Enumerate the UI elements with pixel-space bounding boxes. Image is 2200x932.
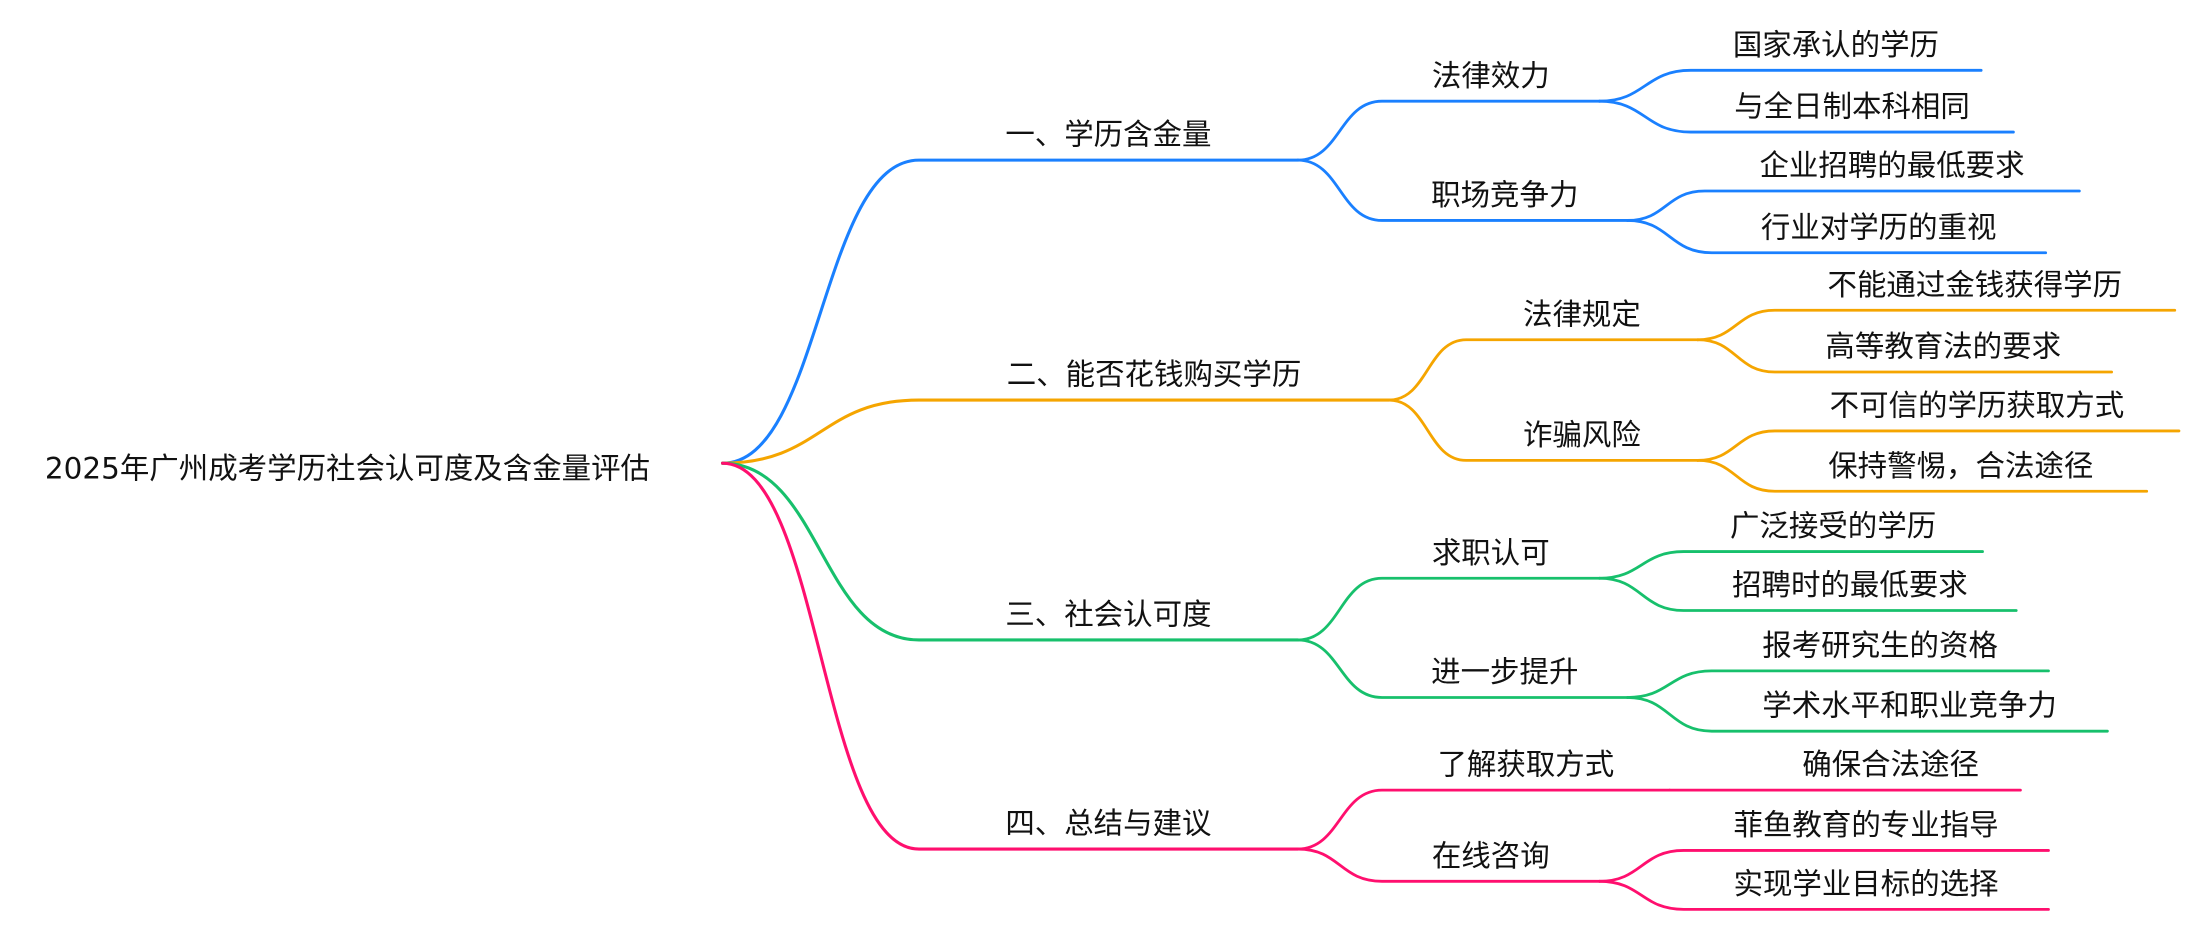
branch-link: [721, 461, 1300, 851]
leaf-link: [1626, 189, 2081, 222]
leaf-link: [1696, 338, 2114, 374]
sub-branch-link: [1296, 158, 1629, 222]
sub-node-label[interactable]: 了解获取方式: [1437, 748, 1614, 782]
leaf-link: [1598, 849, 2050, 883]
leaf-link: [1696, 458, 2149, 493]
leaf-link: [1598, 879, 2050, 911]
leaf-link: [1626, 669, 2050, 699]
sub-node-label[interactable]: 法律规定: [1523, 297, 1641, 331]
leaf-link: [1598, 68, 1983, 103]
sub-node-label[interactable]: 求职认可: [1432, 536, 1550, 570]
branch-node-label[interactable]: 三、社会认可度: [1005, 598, 1211, 632]
sub-node-label[interactable]: 诈骗风险: [1523, 418, 1641, 452]
leaf-node-label[interactable]: 菲鱼教育的专业指导: [1734, 808, 1999, 842]
sub-branch-link: [1296, 788, 1672, 851]
leaf-node-label[interactable]: 高等教育法的要求: [1825, 330, 2061, 364]
leaf-link: [1598, 99, 2015, 134]
sub-branch-link: [1296, 847, 1601, 883]
leaf-node-label[interactable]: 不可信的学历获取方式: [1830, 388, 2125, 422]
sub-branch-link: [1296, 576, 1601, 642]
sub-node-label[interactable]: 进一步提升: [1431, 655, 1578, 689]
branch-node-label[interactable]: 四、总结与建议: [1005, 807, 1211, 841]
sub-node-label[interactable]: 在线咨询: [1432, 839, 1550, 873]
sub-node-label[interactable]: 法律效力: [1432, 59, 1550, 93]
branch-link: [721, 461, 1300, 642]
leaf-node-label[interactable]: 报考研究生的资格: [1762, 628, 1998, 662]
leaf-link: [1626, 219, 2048, 255]
branch-node-label[interactable]: 一、学历含金量: [1005, 118, 1211, 152]
branch-link: [721, 158, 1300, 465]
leaf-node-label[interactable]: 学术水平和职业竞争力: [1762, 689, 2057, 723]
leaf-node-label[interactable]: 招聘时的最低要求: [1732, 568, 1968, 602]
leaf-node-label[interactable]: 行业对学历的重视: [1761, 210, 1997, 244]
sub-branch-link: [1387, 398, 1700, 462]
leaf-link: [1696, 308, 2177, 342]
sub-branch-link: [1296, 99, 1601, 162]
sub-branch-link: [1387, 338, 1700, 402]
leaf-node-label[interactable]: 不能通过金钱获得学历: [1828, 268, 2123, 302]
leaf-link: [1626, 696, 2109, 733]
leaf-link: [1598, 576, 2018, 612]
leaf-node-label[interactable]: 广泛接受的学历: [1730, 509, 1936, 543]
leaf-node-label[interactable]: 企业招聘的最低要求: [1759, 149, 2024, 183]
leaf-node-label[interactable]: 保持警惕，合法途径: [1828, 449, 2093, 483]
branch-node-label[interactable]: 二、能否花钱购买学历: [1007, 358, 1302, 392]
leaf-node-label[interactable]: 实现学业目标的选择: [1734, 867, 1999, 901]
leaf-link: [1696, 429, 2181, 462]
leaf-node-label[interactable]: 确保合法途径: [1802, 748, 1979, 782]
leaf-node-label[interactable]: 国家承认的学历: [1733, 28, 1939, 62]
leaf-link: [1598, 550, 1984, 580]
sub-node-label[interactable]: 职场竞争力: [1431, 178, 1578, 212]
sub-branch-link: [1296, 638, 1629, 699]
branch-link: [721, 398, 1391, 465]
leaf-node-label[interactable]: 与全日制本科相同: [1734, 90, 1970, 124]
root-node-label[interactable]: 2025年广州成考学历社会认可度及含金量评估: [45, 452, 650, 486]
